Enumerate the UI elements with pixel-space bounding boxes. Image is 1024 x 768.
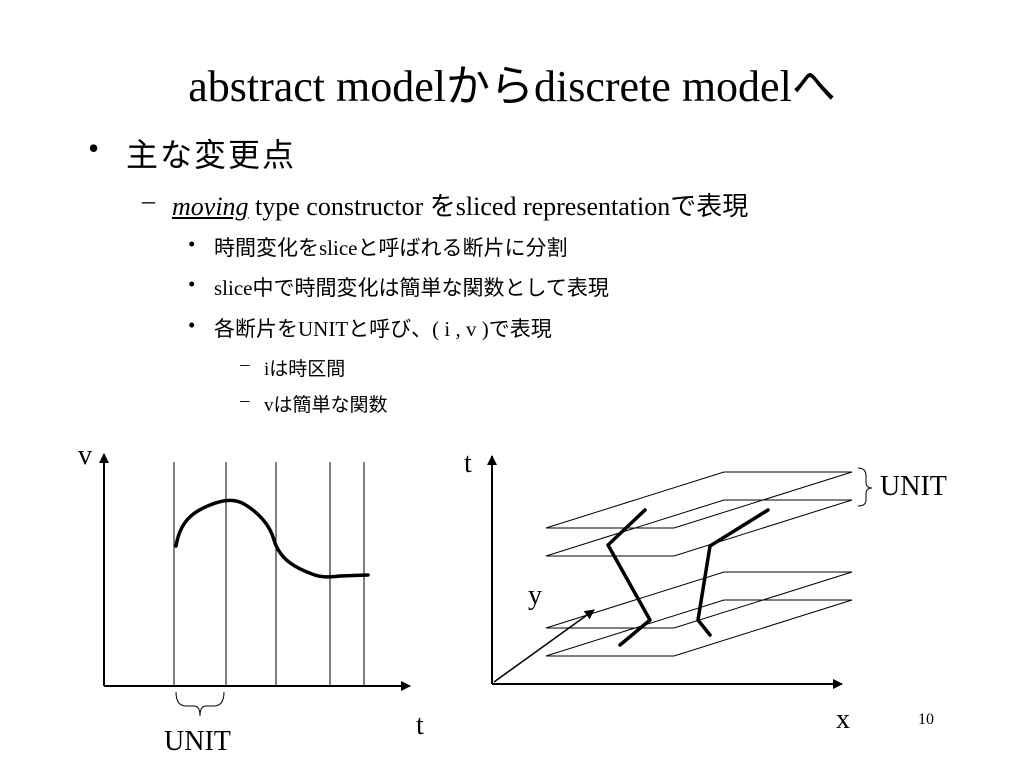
slide-title: abstract modelからdiscrete modelへ (188, 61, 836, 112)
bullet-text: moving type constructor をsliced represen… (172, 192, 749, 222)
slice-plane (545, 599, 853, 657)
y-axis (493, 609, 595, 683)
bullet-dot: • (88, 130, 100, 166)
right-t-label: t (464, 448, 472, 479)
page-number: 10 (918, 711, 934, 728)
bullet-dash: – (142, 186, 155, 215)
bullet-dot: • (188, 272, 196, 296)
bullet-text: iは時区間 (264, 358, 346, 380)
left-diagram (99, 453, 411, 717)
right-unit-label: UNIT (880, 471, 947, 502)
left-unit-label: UNIT (164, 726, 231, 757)
bullet-text: 各断片をUNITと呼び、( i , v )で表現 (214, 317, 552, 341)
left-t-label: t (416, 710, 424, 741)
bullet-dash: – (240, 390, 250, 411)
right-x-label: x (836, 704, 850, 735)
unit-brace (857, 467, 873, 507)
right-y-label: y (528, 580, 542, 611)
bullet-text: 時間変化をsliceと呼ばれる断片に分割 (214, 236, 568, 260)
trajectory (696, 508, 770, 637)
slice-plane (545, 499, 853, 557)
slice-plane (545, 471, 853, 529)
bullet-dot: • (188, 232, 196, 256)
unit-brace (175, 691, 225, 717)
moving-keyword: moving (172, 192, 249, 221)
right-diagram (487, 455, 873, 689)
value-curve (174, 498, 370, 579)
slice-plane (545, 571, 853, 629)
bullet-dot: • (188, 313, 196, 337)
trajectory (606, 508, 652, 647)
bullet-dash: – (240, 354, 250, 375)
left-v-label: v (78, 440, 92, 471)
bullet-text: slice中で時間変化は簡単な関数として表現 (214, 276, 609, 300)
bullet-text: vは簡単な関数 (264, 394, 388, 416)
bullet-text: 主な変更点 (126, 136, 297, 174)
